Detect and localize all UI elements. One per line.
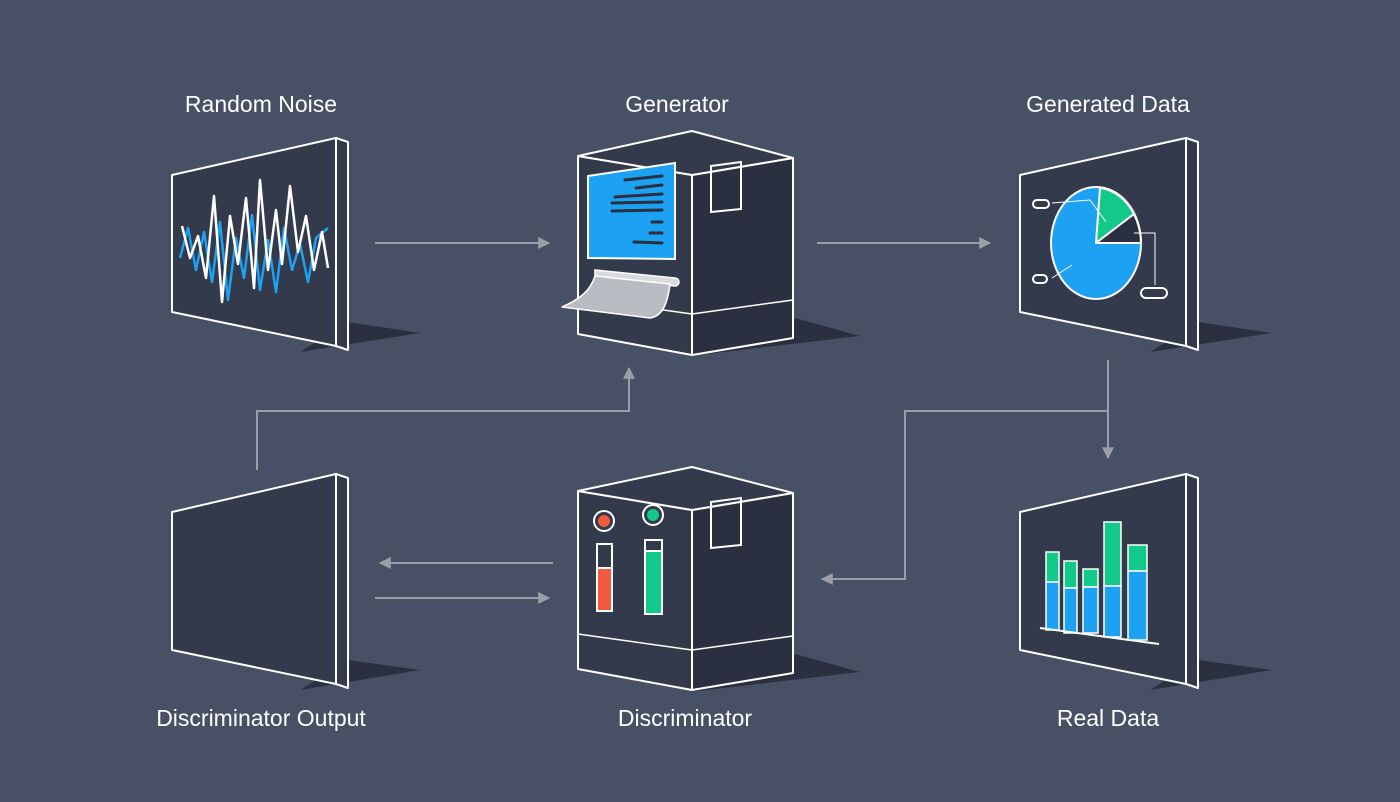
label-generated-data: Generated Data bbox=[1026, 91, 1190, 117]
discriminator-output-panel bbox=[171, 473, 420, 690]
noise-waveform-icon bbox=[171, 137, 420, 352]
label-random-noise: Random Noise bbox=[184, 91, 338, 117]
label-discriminator-output: Discriminator Output bbox=[156, 705, 366, 731]
generator-machine-icon bbox=[561, 130, 860, 356]
pie-chart-icon bbox=[1019, 137, 1272, 352]
label-real-data: Real Data bbox=[1056, 705, 1160, 731]
arrow-feedback-to-generator bbox=[256, 366, 635, 470]
level-gauge-icon bbox=[596, 539, 663, 615]
discriminator-machine-icon bbox=[577, 466, 860, 692]
indicator-light-icon bbox=[593, 504, 664, 532]
label-generator: Generator bbox=[625, 91, 729, 117]
flow-arrows bbox=[256, 237, 1114, 604]
bar-chart-icon bbox=[1019, 473, 1272, 690]
label-discriminator: Discriminator bbox=[617, 705, 753, 731]
arrow-generated-to-discriminator bbox=[820, 410, 1108, 585]
